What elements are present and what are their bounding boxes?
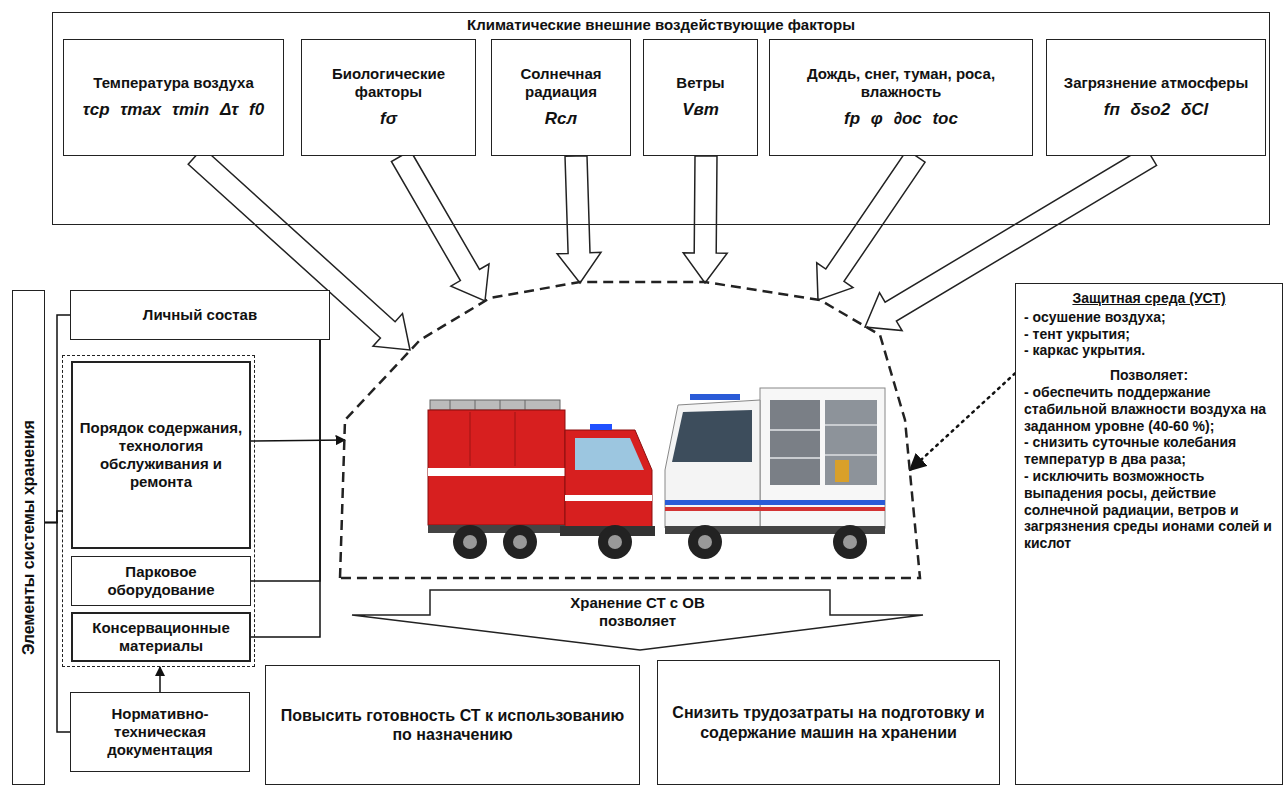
bracket-line <box>45 523 70 732</box>
subheading: Позволяет: <box>1024 367 1274 384</box>
shelter-dome-outline <box>340 280 920 580</box>
bracket-line <box>45 511 62 523</box>
list-item: - тент укрытия; <box>1024 326 1274 343</box>
shelter-dome <box>340 280 920 580</box>
bracket-line <box>251 340 320 581</box>
element-box: Порядок содержания, технология обслужива… <box>71 361 251 549</box>
symbol-list: Rсл <box>545 109 577 129</box>
box-heading: Температура воздуха <box>93 74 253 92</box>
list-item: - обеспечить поддержание стабильной влаж… <box>1024 384 1274 434</box>
panel-title: Климатические внешние воздействующие фак… <box>53 16 1269 34</box>
factor-box: Температура воздуха τср τmax τmin Δτ f0 <box>63 39 284 156</box>
outline-shape <box>352 590 923 650</box>
list-item: - снизить суточные колебания температур … <box>1024 434 1274 468</box>
element-box: Личный состав <box>70 290 330 340</box>
result-text: Снизить трудозатраты на подготовку и сод… <box>664 703 993 741</box>
side-band: Элементы системы хранения <box>12 290 45 785</box>
result-box: Снизить трудозатраты на подготовку и сод… <box>657 660 1000 785</box>
band-label: Элементы системы хранения <box>19 420 38 655</box>
bracket-line <box>251 340 320 637</box>
outline-shape <box>340 282 920 578</box>
box-label: Консервационные материалы <box>79 619 243 655</box>
box-label: Парковое оборудование <box>78 563 244 599</box>
symbol-list: Vвт <box>682 100 719 120</box>
box-label: Нормативно-техническая документация <box>77 705 243 759</box>
box-heading: Ветры <box>676 74 724 92</box>
dotted-arrow <box>910 373 1015 470</box>
element-box: Парковое оборудование <box>71 556 251 606</box>
factor-box: Биологические факторы fσ <box>301 39 476 156</box>
red-fire-truck <box>428 400 655 559</box>
box-heading: Солнечная радиация <box>498 65 624 101</box>
symbol-list: τср τmax τmin Δτ f0 <box>83 100 264 120</box>
factor-box: Загрязнение атмосферы fп δso2 δCl <box>1046 39 1266 156</box>
symbol-list: fр φ ∂ос tос <box>844 109 958 129</box>
list-item: - каркас укрытия. <box>1024 342 1274 359</box>
dashed-group: Порядок содержания, технология обслужива… <box>62 355 255 667</box>
arrow-label: Хранение СТ с ОВ позволяет <box>553 594 723 630</box>
box-heading: Защитная среда (УСТ) <box>1024 290 1274 307</box>
solid-arrow <box>251 440 345 441</box>
factor-panel: Климатические внешние воздействующие фак… <box>52 12 1270 225</box>
list-item: - исключить возможность выпадения росы, … <box>1024 468 1274 552</box>
symbol-list: fσ <box>380 109 397 129</box>
factor-box: Солнечная радиацияRсл <box>491 39 631 156</box>
box-heading: Дождь, снег, туман, роса, влажность <box>776 65 1026 101</box>
down-arrow-box: Хранение СТ с ОВ позволяет <box>350 588 925 652</box>
box-heading: Биологические факторы <box>308 65 469 101</box>
result-box: Повысить готовность СТ к использованию п… <box>265 665 640 785</box>
result-text: Повысить готовность СТ к использованию п… <box>272 706 633 744</box>
box-heading: Загрязнение атмосферы <box>1064 74 1249 92</box>
block-arrow <box>683 156 727 283</box>
list-item: - осушение воздуха; <box>1024 309 1274 326</box>
bracket-line <box>45 315 70 523</box>
white-rescue-truck <box>665 388 885 559</box>
symbol-list: fп δso2 δCl <box>1104 100 1209 120</box>
block-arrow <box>391 151 489 302</box>
factor-box: ВетрыVвт <box>643 39 758 156</box>
protective-env-box: Защитная среда (УСТ)- осушение воздуха;-… <box>1015 283 1283 785</box>
element-box: Консервационные материалы <box>71 612 251 662</box>
solid-arrow <box>159 667 161 692</box>
box-label: Порядок содержания, технология обслужива… <box>79 419 243 491</box>
element-box: Нормативно-техническая документация <box>70 692 250 772</box>
factor-box: Дождь, снег, туман, роса, влажность fр φ … <box>769 39 1033 156</box>
box-label: Личный состав <box>143 306 257 324</box>
block-arrow <box>557 156 601 283</box>
